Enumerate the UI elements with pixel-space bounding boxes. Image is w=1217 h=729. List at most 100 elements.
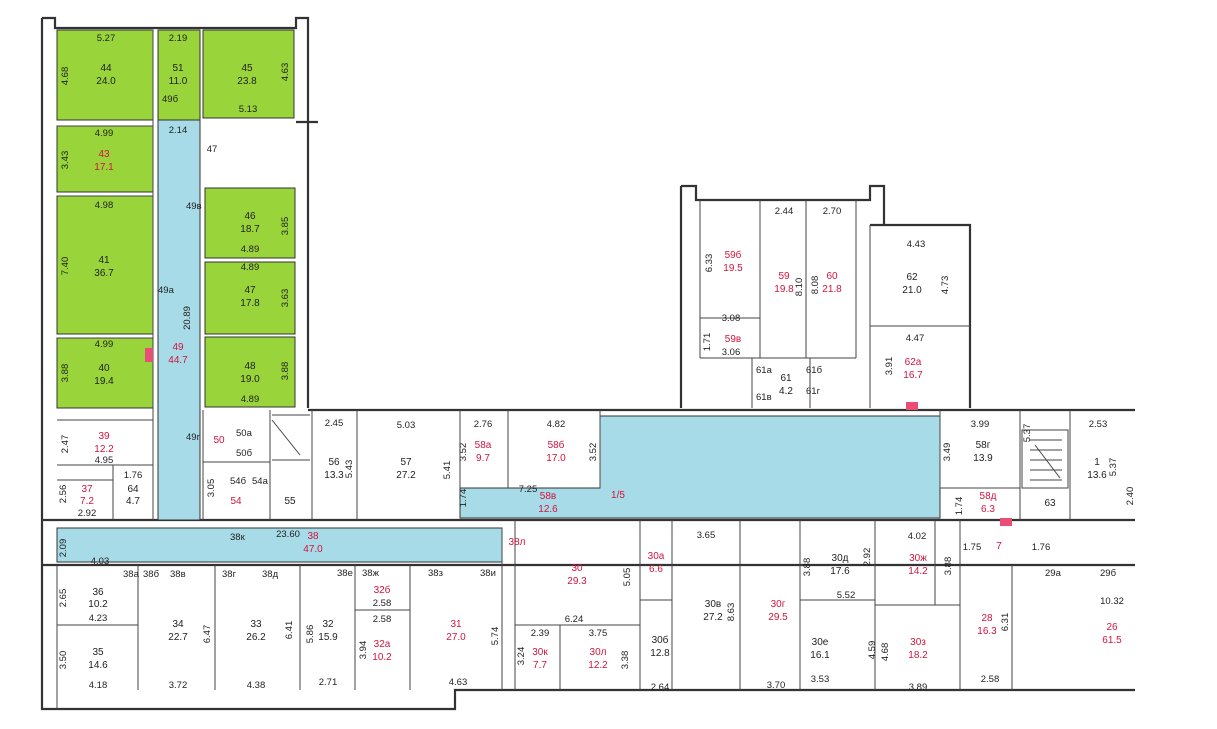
dim-label: 4.47 (906, 333, 925, 344)
label-54b: 54б (230, 476, 247, 487)
hatch-marks (145, 348, 1012, 526)
svg-text:30а: 30а (648, 551, 665, 562)
room-label-37: 377.2 (80, 484, 94, 507)
dim-label: 5.13 (239, 104, 258, 115)
svg-text:37: 37 (81, 484, 93, 495)
room-40[interactable] (56, 337, 154, 409)
partitions (56, 30, 1071, 709)
dim-label: 3.72 (169, 680, 188, 691)
room-45[interactable] (202, 29, 295, 119)
svg-text:49: 49 (172, 342, 184, 353)
dim-label: 2.56 (58, 485, 69, 504)
svg-text:17.8: 17.8 (240, 298, 260, 309)
svg-text:23.8: 23.8 (237, 76, 257, 87)
label-38v: 38в (170, 569, 186, 580)
label-61a: 61а (756, 365, 773, 376)
svg-text:19.5: 19.5 (723, 263, 743, 274)
dim-label: 5.74 (490, 627, 501, 646)
svg-text:27.2: 27.2 (396, 470, 416, 481)
dim-label: 4.02 (908, 531, 927, 542)
svg-text:36: 36 (92, 587, 104, 598)
dim-label: 1.76 (124, 470, 143, 481)
svg-text:34: 34 (172, 619, 184, 630)
svg-text:11.0: 11.0 (169, 76, 188, 87)
label-29b: 29б (1100, 568, 1117, 579)
dim-label: 8.63 (726, 603, 737, 622)
svg-text:24.0: 24.0 (96, 76, 116, 87)
dim-label: 47 (207, 144, 218, 155)
svg-text:59б: 59б (725, 249, 742, 261)
dim-label: 4.99 (95, 128, 114, 139)
svg-text:60: 60 (826, 271, 838, 282)
dim-label: 2.09 (58, 539, 69, 558)
svg-text:48: 48 (244, 361, 256, 372)
room-48[interactable] (204, 336, 296, 408)
dim-label: 10.32 (1100, 596, 1124, 607)
svg-text:4.7: 4.7 (126, 496, 140, 507)
dim-label: 2.47 (60, 435, 71, 454)
room-label-59b: 59б 19.5 (723, 249, 743, 274)
dim-label: 2.71 (319, 677, 338, 688)
dim-label: 4.99 (95, 339, 114, 350)
room-41[interactable] (56, 195, 154, 335)
svg-text:47.0: 47.0 (303, 544, 323, 555)
room-46[interactable] (204, 187, 296, 259)
dim-label: 6.47 (202, 625, 213, 644)
label-38e: 38е (337, 568, 353, 579)
dim-label: 4.63 (280, 63, 291, 82)
label-55: 55 (284, 496, 296, 507)
dim-label: 2.45 (325, 418, 344, 429)
svg-text:15.9: 15.9 (318, 632, 338, 643)
svg-text:18.2: 18.2 (908, 650, 928, 661)
room-51[interactable] (157, 29, 201, 121)
dim-label: 1.74 (458, 489, 469, 508)
room-47[interactable] (204, 261, 296, 335)
svg-text:30г: 30г (771, 599, 786, 610)
svg-text:30в: 30в (705, 599, 721, 610)
room-43[interactable] (56, 125, 154, 193)
label-49v: 49в (186, 201, 202, 212)
corridor-1-5[interactable] (459, 415, 941, 519)
dim-label: 1.71 (702, 333, 713, 352)
outer-walls (40, 16, 1135, 711)
svg-text:7.7: 7.7 (533, 660, 547, 671)
dim-label: 2.76 (474, 419, 493, 430)
label-61b: 61б (806, 365, 823, 376)
svg-text:4.2: 4.2 (779, 386, 793, 397)
svg-text:51: 51 (172, 63, 184, 74)
dim-label: 1.74 (954, 497, 965, 516)
dim-label: 2.19 (169, 33, 188, 44)
svg-text:62а: 62а (905, 357, 922, 368)
dim-label: 2.92 (78, 508, 97, 519)
svg-text:30д: 30д (832, 553, 849, 564)
svg-text:43: 43 (98, 149, 110, 160)
dim-label: 2.70 (823, 206, 842, 217)
dim-label: 7.40 (60, 257, 71, 276)
svg-text:17.1: 17.1 (94, 162, 114, 173)
svg-text:29.5: 29.5 (768, 612, 788, 623)
hatch-mark (145, 348, 153, 362)
dim-label: 6.31 (1000, 613, 1011, 632)
label-54: 54 (230, 496, 242, 507)
dim-label: 3.05 (206, 479, 217, 498)
svg-text:31: 31 (450, 619, 462, 630)
corridor-49[interactable] (157, 119, 201, 521)
dim-label: 6.33 (704, 254, 715, 273)
hatch-mark (1000, 518, 1012, 526)
label-38g: 38г (222, 569, 237, 580)
dim-label: 2.58 (373, 598, 392, 609)
dim-label: 5.41 (442, 461, 453, 480)
corridor-38[interactable] (56, 527, 503, 563)
dim-label: 20.89 (182, 306, 193, 330)
dim-label: 2.39 (531, 628, 550, 639)
